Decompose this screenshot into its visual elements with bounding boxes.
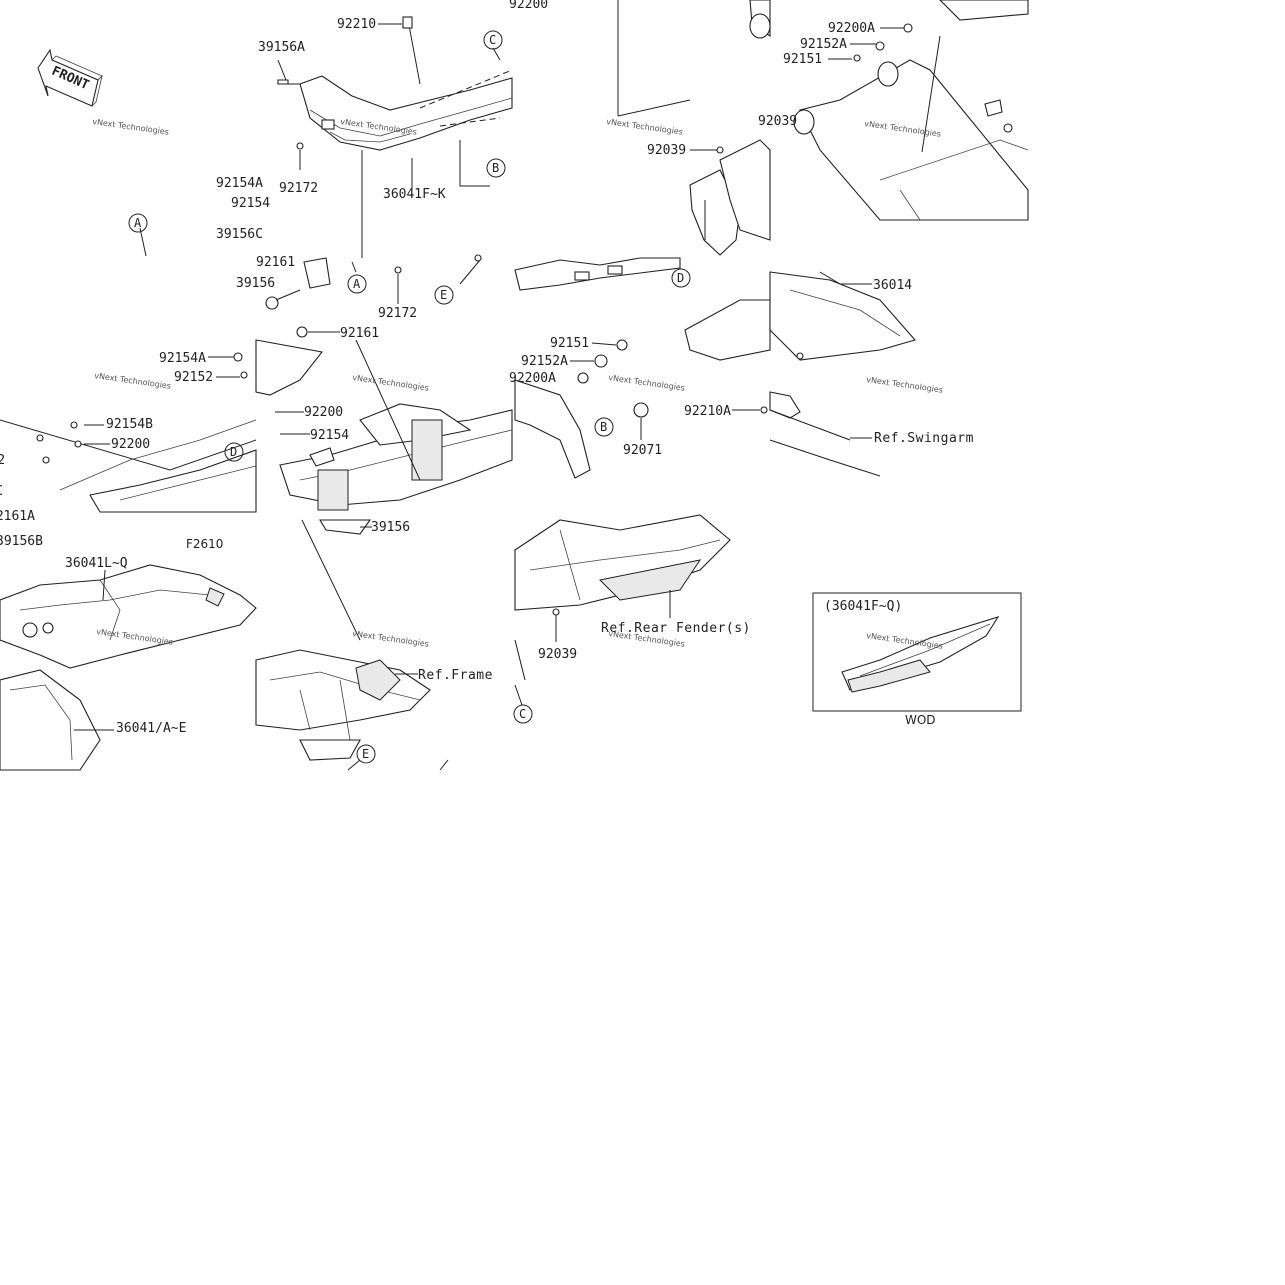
- label-92154b: 92154B: [106, 417, 153, 432]
- circle-d-1: D: [671, 268, 691, 288]
- cell-frame-top: [277, 16, 513, 258]
- circle-c-1: C: [483, 30, 503, 50]
- label-39156-center: 39156: [371, 520, 410, 535]
- watermark: vNext Technologies: [352, 373, 430, 393]
- label-92210: 92210: [337, 17, 376, 32]
- label-92172-mid: 92172: [378, 306, 417, 321]
- front-arrow-icon: FRONT: [37, 48, 103, 107]
- watermark: vNext Technologies: [866, 375, 944, 395]
- watermark: vNext Technologies: [352, 629, 430, 649]
- label-92071: 92071: [623, 443, 662, 458]
- label-36041f-k: 36041F~K: [383, 187, 446, 202]
- label-92210a: 92210A: [684, 404, 731, 419]
- label-92039-partial: 92039: [758, 114, 797, 129]
- watermark: vNext Technologies: [92, 117, 170, 137]
- label-92039-top: 92039: [647, 143, 686, 158]
- watermark: vNext Technologies: [94, 371, 172, 391]
- diagram-code: F2610: [186, 537, 223, 551]
- svg-text:C: C: [489, 33, 496, 47]
- cell-center-frame: [255, 254, 513, 771]
- svg-text:B: B: [600, 420, 607, 434]
- svg-text:D: D: [230, 445, 237, 459]
- label-92152a-mid: 92152A: [521, 354, 568, 369]
- inset-box: [812, 592, 1022, 712]
- cell-rear-fender: [514, 514, 731, 706]
- label-92151-top: 92151: [783, 52, 822, 67]
- watermark: vNext Technologies: [866, 631, 944, 651]
- ref-frame: Ref.Frame: [418, 668, 493, 683]
- part-labels: 92210 39156A 92172 36041F~K 92154A 92154…: [0, 0, 912, 736]
- circle-d-2: D: [224, 442, 244, 462]
- circle-a-1: A: [128, 213, 148, 233]
- cell-swingarm-top: [793, 0, 1029, 221]
- svg-text:E: E: [362, 747, 369, 761]
- label-92200a-mid: 92200A: [509, 371, 556, 386]
- label-92154a-mid: 92154A: [159, 351, 206, 366]
- label-39156a: 39156A: [258, 40, 305, 55]
- ref-rear-fender: Ref.Rear Fender(s): [601, 621, 751, 636]
- label-92154a-top: 92154A: [216, 176, 263, 191]
- svg-text:A: A: [353, 277, 361, 291]
- inset-title: (36041F~Q): [824, 599, 902, 614]
- svg-text:E: E: [440, 288, 447, 302]
- label-92200a-top: 92200A: [828, 21, 875, 36]
- label-92154-center: 92154: [310, 428, 349, 443]
- svg-text:A: A: [134, 216, 142, 230]
- label-92200-partial: 92200: [509, 0, 548, 12]
- label-92172-top: 92172: [279, 181, 318, 196]
- label-92161-left: 92161: [256, 255, 295, 270]
- label-39156c-left: 39156C: [0, 484, 3, 499]
- label-92200-left: 92200: [111, 437, 150, 452]
- circle-e-1: E: [434, 285, 454, 305]
- cell-left-cowl: [0, 227, 257, 771]
- label-92161-mid: 92161: [340, 326, 379, 341]
- label-92151-mid: 92151: [550, 336, 589, 351]
- ref-swingarm: Ref.Swingarm: [874, 431, 974, 446]
- label-92152a-top: 92152A: [800, 37, 847, 52]
- circle-b-1: B: [486, 158, 506, 178]
- label-92039-bottom: 92039: [538, 647, 577, 662]
- circle-a-2: A: [347, 274, 367, 294]
- svg-text:D: D: [677, 271, 684, 285]
- label-36041-a-e: 36041/A~E: [116, 721, 186, 736]
- cell-rear-bracket: [617, 0, 771, 256]
- circle-e-2: E: [356, 744, 376, 764]
- label-36014: 36014: [873, 278, 912, 293]
- svg-text:C: C: [519, 707, 526, 721]
- label-92200-center: 92200: [304, 405, 343, 420]
- label-92161a: 92161A: [0, 509, 35, 524]
- label-92152-left: 92152: [0, 453, 5, 468]
- ref-labels: Ref.Frame Ref.Swingarm Ref.Rear Fender(s…: [186, 431, 974, 727]
- label-39156b: 39156B: [0, 534, 43, 549]
- watermark: vNext Technologies: [606, 117, 684, 137]
- watermark: vNext Technologies: [608, 373, 686, 393]
- circle-c-2: C: [513, 704, 533, 724]
- label-92152-mid: 92152: [174, 370, 213, 385]
- cell-rear-cowl: [514, 257, 916, 479]
- circle-b-2: B: [594, 417, 614, 437]
- inset-caption: WOD: [905, 713, 936, 727]
- label-39156-left: 39156: [236, 276, 275, 291]
- circle-markers: A A B B C C D D E E: [128, 30, 691, 764]
- label-36041l-q: 36041L~Q: [65, 556, 128, 571]
- label-39156c: 39156C: [216, 227, 263, 242]
- label-92154-top: 92154: [231, 196, 270, 211]
- svg-text:B: B: [492, 161, 499, 175]
